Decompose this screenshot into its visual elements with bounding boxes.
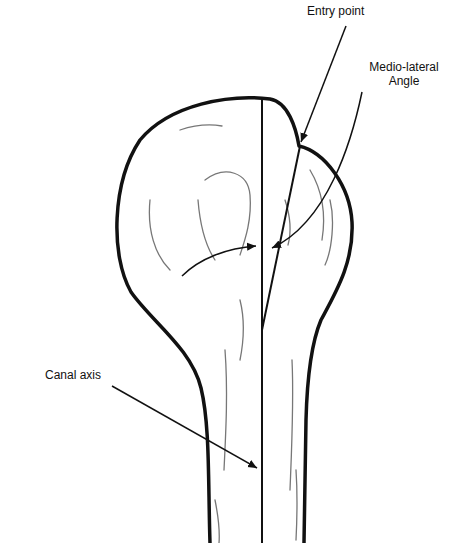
part-label: Medio-lateral Angle — [359, 60, 449, 88]
angle-arc — [182, 246, 256, 276]
leader-line — [272, 92, 362, 248]
part-label: Canal axis — [44, 368, 102, 382]
bone-outline — [117, 98, 352, 543]
entry-line — [262, 146, 300, 330]
bone-shading — [149, 125, 332, 543]
part-label: Entry point — [306, 4, 365, 18]
canal-axis-line — [261, 100, 263, 543]
leader-line — [301, 26, 346, 142]
leader-line — [112, 386, 257, 468]
